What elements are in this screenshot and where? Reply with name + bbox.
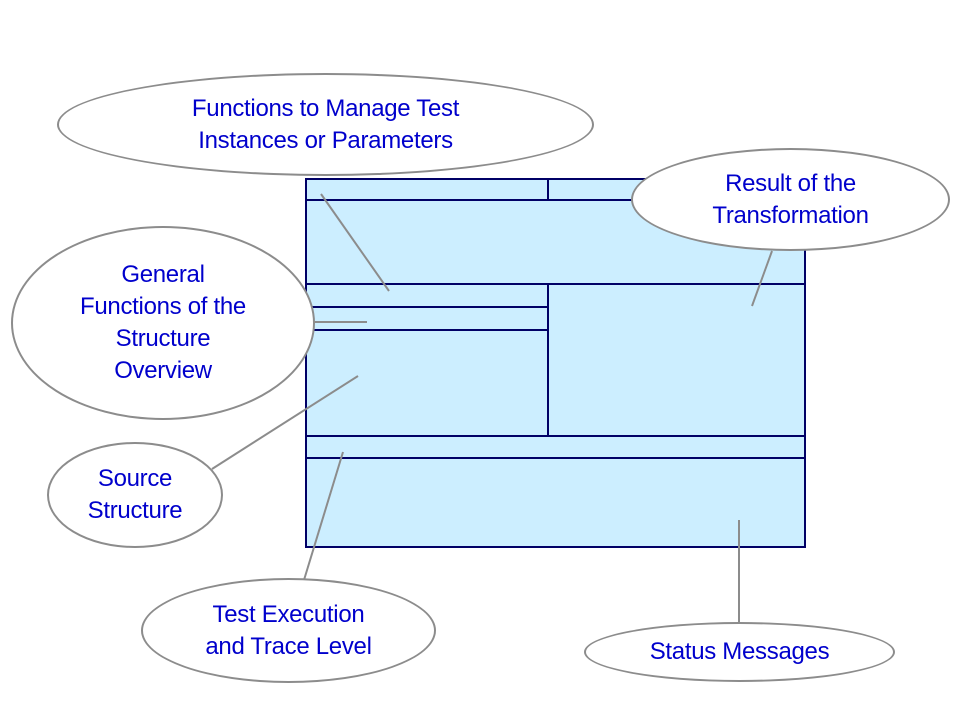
divider-structure-functions-1 [305, 306, 548, 308]
callout-label: Status Messages [649, 638, 830, 665]
divider-toolbar-split [547, 178, 549, 200]
callout-source-structure: Source Structure [47, 442, 223, 548]
callout-manage-test-instances: Functions to Manage Test Instances or Pa… [57, 73, 594, 176]
divider-structure-functions-2 [305, 329, 548, 331]
callout-general-functions: General Functions of the Structure Overv… [11, 226, 315, 420]
callout-label: General Functions of the Structure Overv… [80, 261, 246, 384]
divider-source-result-split [547, 283, 549, 437]
divider-test-execution-top [305, 435, 806, 437]
callout-label: Source Structure [87, 465, 183, 524]
divider-test-instances-bottom [305, 283, 806, 285]
divider-status-top [305, 457, 806, 459]
callout-label: Functions to Manage Test Instances or Pa… [191, 94, 460, 154]
callout-label: Result of the Transformation [712, 169, 869, 229]
callout-test-execution: Test Execution and Trace Level [141, 578, 436, 683]
callout-result-transformation: Result of the Transformation [631, 148, 950, 251]
callout-label: Test Execution and Trace Level [205, 600, 372, 660]
divider-toolbar-bottom [305, 199, 806, 201]
callout-status-messages: Status Messages [584, 622, 895, 682]
